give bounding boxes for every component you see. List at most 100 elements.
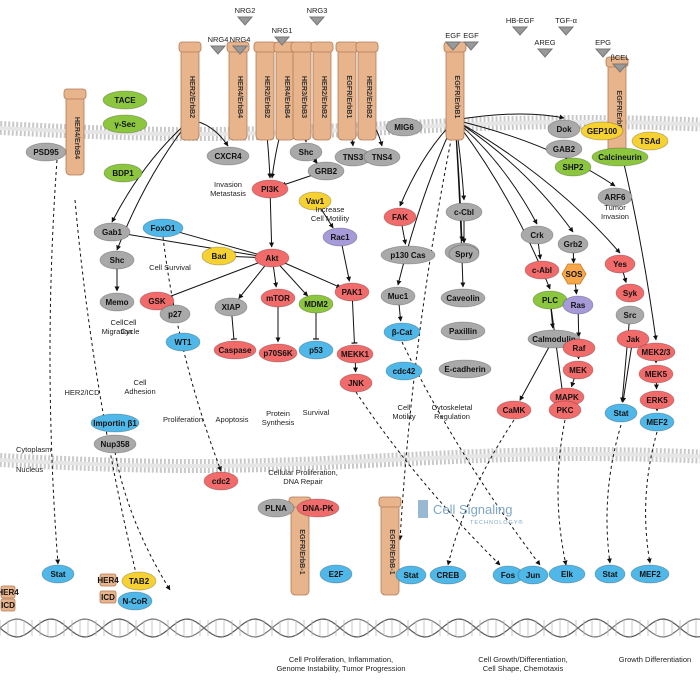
svg-text:γ-Sec: γ-Sec [114, 120, 136, 129]
receptor-her3-erbb3: HER3/ErbB3 [291, 42, 313, 140]
nuclear-membrane [0, 454, 700, 466]
svg-text:HER4: HER4 [0, 588, 19, 597]
node-gab1: Gab1 [94, 223, 130, 241]
svg-text:Stat: Stat [602, 570, 617, 579]
node-her4: HER4 [0, 586, 19, 598]
svg-text:Stat: Stat [613, 409, 628, 418]
ligand-areg: AREG [534, 38, 555, 57]
svg-text:TAB2: TAB2 [129, 577, 150, 586]
svg-text:Jun: Jun [526, 571, 540, 580]
node-shp2: SHP2 [555, 158, 591, 176]
svg-text:E-cadherin: E-cadherin [444, 365, 485, 374]
svg-text:Shc: Shc [110, 256, 125, 265]
node-tace: TACE [103, 91, 147, 109]
receptor-egfr-erbb-1: EGFR/ErbB-1 [379, 497, 401, 595]
svg-text:Cell Signaling: Cell Signaling [433, 502, 513, 517]
svg-text:TECHNOLOGY®: TECHNOLOGY® [470, 519, 524, 526]
ligand-epg: EPG [595, 38, 611, 57]
label-survival: Survival [303, 408, 330, 417]
node-e2f: E2F [320, 565, 352, 583]
svg-text:EGFR/ErbB1: EGFR/ErbB1 [453, 75, 462, 118]
node-xiap: XIAP [215, 298, 247, 316]
node-e-cadherin: E-cadherin [439, 360, 491, 378]
node-jun: Jun [518, 566, 548, 584]
svg-text:Caspase: Caspase [219, 346, 252, 355]
svg-text:Yes: Yes [613, 260, 627, 269]
node-tns4: TNS4 [364, 148, 400, 166]
svg-text:Stat: Stat [403, 571, 418, 580]
label-apoptosis: Apoptosis [216, 415, 249, 424]
svg-text:Memo: Memo [105, 298, 128, 307]
svg-text:Fos: Fos [501, 571, 516, 580]
node-stat: Stat [605, 404, 637, 422]
svg-text:Ras: Ras [571, 301, 586, 310]
svg-text:β-Cat: β-Cat [392, 328, 413, 337]
svg-text:Caveolin: Caveolin [446, 294, 479, 303]
label-cell-proliferation-inflammation: Cell Proliferation, Inflammation,Genome … [276, 655, 405, 673]
svg-text:SOS: SOS [566, 270, 584, 279]
svg-text:Grb2: Grb2 [564, 240, 583, 249]
svg-text:Dok: Dok [556, 125, 572, 134]
svg-text:Shc: Shc [299, 148, 314, 157]
svg-text:c-Cbl: c-Cbl [454, 208, 474, 217]
svg-text:NRG1: NRG1 [272, 26, 293, 35]
node-cxcr4: CXCR4 [207, 147, 249, 165]
ligand-hb-egf: HB-EGF [506, 16, 535, 35]
svg-text:mTOR: mTOR [266, 294, 290, 303]
node-pi3k: PI3K [252, 180, 288, 198]
svg-text:HER2/ErbB2: HER2/ErbB2 [263, 76, 272, 118]
ligand-nrg2: NRG2 [235, 6, 256, 25]
node-p53: p53 [299, 341, 333, 359]
node-c-abl: c-Abl [525, 261, 559, 279]
svg-text:JNK: JNK [348, 379, 364, 388]
node-spry: Spry [449, 245, 479, 263]
svg-text:PI3K: PI3K [261, 185, 279, 194]
ligand-nrg3: NRG3 [307, 6, 328, 25]
svg-text:SHP2: SHP2 [563, 163, 584, 172]
svg-text:TSAd: TSAd [640, 137, 661, 146]
node-bdp1: BDP1 [104, 164, 142, 182]
svg-text:DNA-PK: DNA-PK [302, 504, 333, 513]
svg-text:βCEL: βCEL [611, 53, 630, 62]
svg-text:EGFR/ErbB-1: EGFR/ErbB-1 [298, 529, 307, 575]
node-cdc2: cdc2 [204, 472, 238, 490]
node-erk5: ERK5 [640, 391, 674, 409]
svg-text:Importin β1: Importin β1 [93, 419, 137, 428]
svg-text:EGFR/ErbB-1: EGFR/ErbB-1 [388, 529, 397, 575]
node-stat: Stat [396, 566, 426, 584]
node-pkc: PKC [549, 401, 581, 419]
svg-text:GRB2: GRB2 [315, 167, 338, 176]
svg-text:GEP100: GEP100 [587, 127, 618, 136]
node-shc: Shc [290, 143, 322, 161]
svg-text:ICD: ICD [101, 593, 115, 602]
svg-text:Stat: Stat [50, 570, 65, 579]
svg-text:HER2/ErbB2: HER2/ErbB2 [320, 76, 329, 118]
node-grb2: Grb2 [558, 235, 588, 253]
node-importin-1: Importin β1 [91, 414, 139, 432]
node-src: Src [616, 306, 644, 324]
svg-text:TNS3: TNS3 [343, 153, 364, 162]
svg-text:HER4/ErbB4: HER4/ErbB4 [236, 76, 245, 118]
svg-text:HER4: HER4 [97, 576, 119, 585]
svg-text:HER4/ErbB4: HER4/ErbB4 [73, 117, 82, 159]
svg-text:Calcineurin: Calcineurin [598, 153, 642, 162]
svg-text:NRG4: NRG4 [230, 35, 251, 44]
node-elk: Elk [549, 565, 585, 583]
node-caveolin: Caveolin [441, 289, 485, 307]
svg-text:GSK: GSK [148, 297, 166, 306]
svg-text:p130 Cas: p130 Cas [390, 251, 426, 260]
svg-text:PAK1: PAK1 [342, 288, 363, 297]
node-nup358: Nup358 [94, 435, 136, 453]
svg-text:WT1: WT1 [175, 338, 192, 347]
svg-text:CXCR4: CXCR4 [214, 152, 242, 161]
svg-text:NRG4: NRG4 [208, 35, 229, 44]
node-raf: Raf [563, 339, 595, 357]
svg-text:EGFR/ErbB1: EGFR/ErbB1 [345, 75, 354, 118]
node-psd95: PSD95 [26, 143, 66, 161]
node-tsad: TSAd [632, 132, 668, 150]
